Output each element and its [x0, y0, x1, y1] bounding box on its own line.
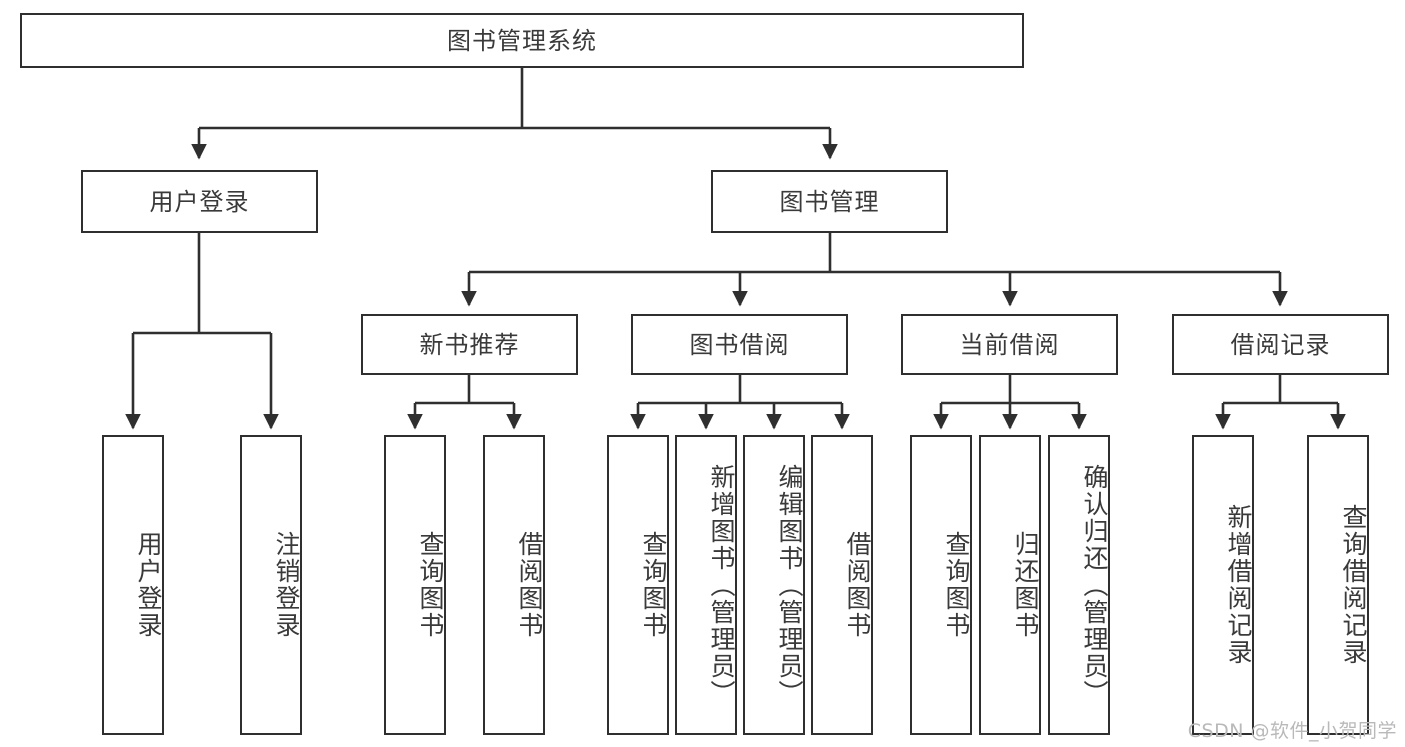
leaf-label: 借阅图书: [843, 531, 872, 639]
leaf-add-book-admin[interactable]: 新增图书（管理员）: [675, 435, 737, 735]
leaf-confirm-return-admin[interactable]: 确认归还（管理员）: [1048, 435, 1110, 735]
leaf-label: 新增借阅记录: [1224, 504, 1253, 666]
leaf-borrow-books[interactable]: 借阅图书: [811, 435, 873, 735]
leaf-label: 确认归还（管理员）: [1080, 463, 1109, 707]
leaf-label: 新增图书（管理员）: [707, 463, 736, 707]
leaf-label: 查询图书: [942, 531, 971, 639]
leaf-query-books-current[interactable]: 查询图书: [910, 435, 972, 735]
node-root-system[interactable]: 图书管理系统: [20, 13, 1024, 68]
leaf-return-books[interactable]: 归还图书: [979, 435, 1041, 735]
node-book-management[interactable]: 图书管理: [711, 170, 948, 233]
leaf-edit-book-admin[interactable]: 编辑图书（管理员）: [743, 435, 805, 735]
leaf-label: 借阅图书: [515, 531, 544, 639]
leaf-label: 用户登录: [134, 531, 163, 639]
leaf-query-books-newbook[interactable]: 查询图书: [384, 435, 446, 735]
node-new-book-recommendation[interactable]: 新书推荐: [361, 314, 578, 375]
node-current-borrowing[interactable]: 当前借阅: [901, 314, 1118, 375]
leaf-logout[interactable]: 注销登录: [240, 435, 302, 735]
leaf-label: 注销登录: [272, 531, 301, 639]
leaf-label: 查询借阅记录: [1339, 504, 1368, 666]
node-book-borrowing[interactable]: 图书借阅: [631, 314, 848, 375]
leaf-user-login[interactable]: 用户登录: [102, 435, 164, 735]
leaf-label: 查询图书: [639, 531, 668, 639]
csdn-watermark: CSDN @软件_小贺同学: [1187, 720, 1397, 742]
node-borrowing-records[interactable]: 借阅记录: [1172, 314, 1389, 375]
leaf-label: 编辑图书（管理员）: [775, 463, 804, 707]
leaf-query-books-borrow[interactable]: 查询图书: [607, 435, 669, 735]
leaf-add-borrow-record[interactable]: 新增借阅记录: [1192, 435, 1254, 735]
leaf-query-borrow-record[interactable]: 查询借阅记录: [1307, 435, 1369, 735]
leaf-label: 归还图书: [1011, 531, 1040, 639]
node-user-login[interactable]: 用户登录: [81, 170, 318, 233]
leaf-borrow-books-newbook[interactable]: 借阅图书: [483, 435, 545, 735]
leaf-label: 查询图书: [416, 531, 445, 639]
